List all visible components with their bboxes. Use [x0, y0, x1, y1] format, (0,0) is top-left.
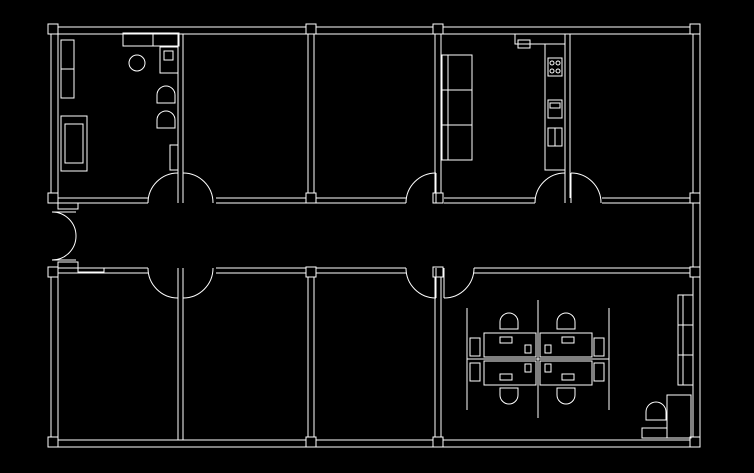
doors	[51, 172, 602, 299]
office-furniture	[60, 32, 180, 172]
columns	[47, 23, 701, 448]
exterior-walls	[50, 26, 701, 448]
workstation-cluster	[466, 300, 610, 418]
open-office-furniture	[641, 294, 694, 439]
kitchen-counter	[514, 33, 566, 171]
lounge-furniture	[441, 54, 473, 161]
